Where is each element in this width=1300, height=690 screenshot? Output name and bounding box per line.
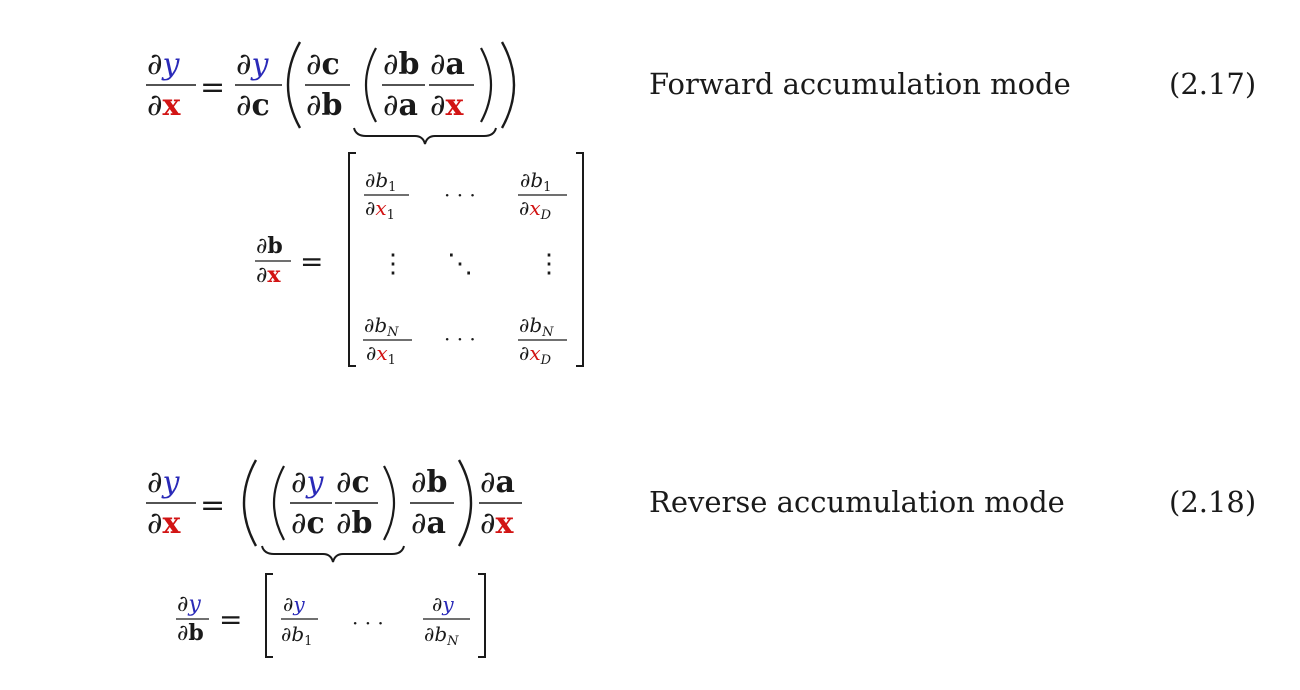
jacobian-bracket-right xyxy=(576,152,584,367)
svg-text:∂y: ∂y xyxy=(177,592,201,617)
svg-text:∂b: ∂b xyxy=(411,465,448,500)
jacobian-hdots: · · · xyxy=(444,183,476,207)
svg-text:∂bN: ∂bN xyxy=(519,313,554,340)
jacobian-entry: ∂bN ∂x1 xyxy=(363,313,412,368)
svg-text:∂y: ∂y xyxy=(291,465,325,500)
gradient-lhs-fraction: ∂y ∂b xyxy=(176,592,209,646)
eq1-inner-paren-right xyxy=(480,47,492,123)
svg-text:∂b: ∂b xyxy=(336,506,373,541)
eq1-underbrace xyxy=(353,127,497,145)
eq2-db-da: ∂b ∂a xyxy=(410,465,454,541)
svg-text:∂y: ∂y xyxy=(236,47,270,82)
gradient-bracket-left xyxy=(265,573,273,658)
eq2-mode-label: Reverse accumulation mode xyxy=(649,485,1065,519)
gradient-equals: = xyxy=(219,603,242,636)
eq2-outer-paren-right xyxy=(457,459,473,547)
eq2-equals: = xyxy=(200,488,225,523)
eq1-equation-number: (2.17) xyxy=(1169,67,1256,101)
gradient-bracket-right xyxy=(478,573,486,658)
svg-text:∂a: ∂a xyxy=(411,506,446,541)
jacobian-vdots-right: ⋮ xyxy=(536,249,562,279)
svg-text:∂x: ∂x xyxy=(430,88,465,123)
eq1-dc-db: ∂c ∂b xyxy=(305,47,350,123)
svg-text:∂b: ∂b xyxy=(256,233,283,259)
eq1-mode-label: Forward accumulation mode xyxy=(649,67,1071,101)
svg-text:∂y: ∂y xyxy=(147,47,181,82)
svg-text:∂b1: ∂b1 xyxy=(365,168,396,195)
gradient-entry: ∂y ∂b1 xyxy=(281,592,318,649)
eq1-outer-paren-left xyxy=(286,41,302,129)
equation-2-18: ∂y ∂x = ∂y ∂c ∂c ∂b xyxy=(146,459,1256,658)
svg-text:∂c: ∂c xyxy=(291,506,325,541)
svg-text:∂b: ∂b xyxy=(306,88,343,123)
svg-text:∂x: ∂x xyxy=(480,506,515,541)
eq2-dy-dc: ∂y ∂c xyxy=(290,465,332,541)
eq1-db-da: ∂b ∂a xyxy=(382,47,425,123)
svg-text:∂xD: ∂xD xyxy=(519,341,552,368)
eq1-da-dx: ∂a ∂x xyxy=(429,47,474,123)
eq2-inner-paren-left xyxy=(273,465,285,541)
svg-text:∂x: ∂x xyxy=(147,506,182,541)
eq2-lhs-fraction: ∂y ∂x xyxy=(146,465,196,541)
svg-text:∂y: ∂y xyxy=(147,465,181,500)
jacobian-lhs-fraction: ∂b ∂x xyxy=(255,233,291,288)
svg-text:∂x: ∂x xyxy=(256,262,281,288)
svg-text:∂b: ∂b xyxy=(383,47,420,82)
jacobian-entry: ∂b1 ∂xD xyxy=(518,168,567,223)
svg-text:∂x1: ∂x1 xyxy=(366,341,396,368)
svg-text:∂a: ∂a xyxy=(480,465,515,500)
eq1-inner-paren-left xyxy=(365,47,377,123)
svg-text:∂xD: ∂xD xyxy=(519,196,552,223)
jacobian-equals: = xyxy=(300,245,323,278)
eq1-lhs-fraction: ∂y ∂x xyxy=(146,47,196,123)
svg-text:∂a: ∂a xyxy=(383,88,418,123)
jacobian-hdots: · · · xyxy=(444,327,476,351)
eq2-underbrace xyxy=(261,545,405,563)
eq1-outer-paren-right xyxy=(500,41,516,129)
svg-text:∂b1: ∂b1 xyxy=(281,622,312,649)
eq2-inner-paren-right xyxy=(383,465,395,541)
svg-text:∂bN: ∂bN xyxy=(424,622,459,649)
eq2-equation-number: (2.18) xyxy=(1169,485,1256,519)
svg-text:∂y: ∂y xyxy=(283,592,305,616)
equation-2-17: ∂y ∂x = ∂y ∂c ∂c ∂b ∂b xyxy=(146,41,1256,368)
gradient-hdots: · · · xyxy=(352,611,384,635)
svg-text:∂c: ∂c xyxy=(306,47,340,82)
svg-text:∂y: ∂y xyxy=(432,592,454,616)
svg-text:∂c: ∂c xyxy=(336,465,370,500)
jacobian-entry: ∂bN ∂xD xyxy=(518,313,567,368)
svg-text:∂x: ∂x xyxy=(147,88,182,123)
svg-text:∂b: ∂b xyxy=(177,620,204,646)
jacobian-bracket-left xyxy=(348,152,356,367)
eq1-dy-dc: ∂y ∂c xyxy=(235,47,282,123)
svg-text:∂bN: ∂bN xyxy=(364,313,399,340)
jacobian-vdots-left: ⋮ xyxy=(380,249,406,279)
svg-text:∂c: ∂c xyxy=(236,88,270,123)
eq2-dc-db: ∂c ∂b xyxy=(335,465,378,541)
gradient-entry: ∂y ∂bN xyxy=(423,592,470,649)
svg-text:∂a: ∂a xyxy=(430,47,465,82)
svg-text:∂x1: ∂x1 xyxy=(365,196,395,223)
eq2-da-dx: ∂a ∂x xyxy=(479,465,522,541)
jacobian-entry: ∂b1 ∂x1 xyxy=(364,168,409,223)
svg-text:∂b1: ∂b1 xyxy=(520,168,551,195)
jacobian-ddots: ⋱ xyxy=(447,249,473,279)
eq2-outer-paren-left xyxy=(242,459,258,547)
eq1-equals: = xyxy=(200,70,225,105)
